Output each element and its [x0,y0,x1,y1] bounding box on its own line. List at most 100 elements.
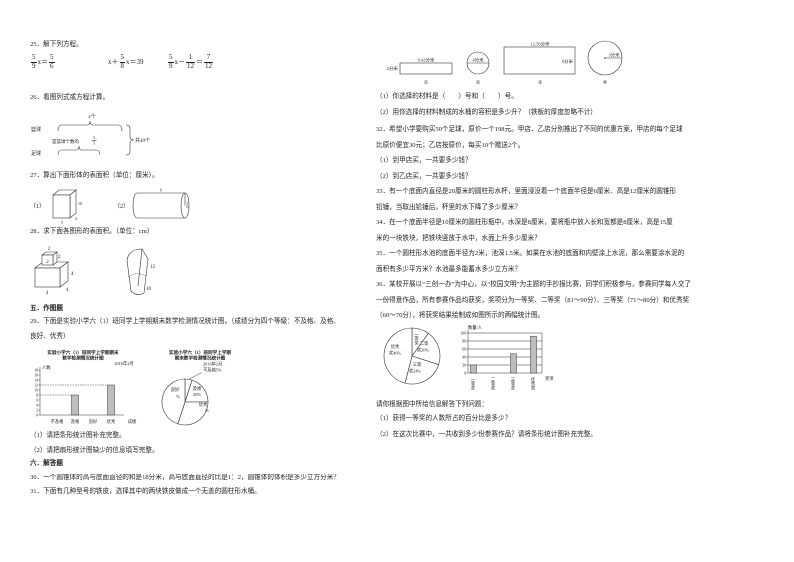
cuboid-height-label: 10 [78,201,82,206]
q29-text-line-2: 良好、优秀） [30,333,70,340]
denominator: 8 [119,61,125,70]
sheet-3-tag: ③ [538,80,543,86]
section-5-heading: 五．作图题 [30,305,63,312]
slice-label-pass: 及格 [193,385,202,392]
football-brace [57,145,101,156]
denominator: 12 [204,61,213,70]
q33-text-line-1: 33．有一个底面内直径是20厘米的圆柱形水杯，里面浸没着一个底面半径是6厘米、高… [376,188,677,195]
sheet-1-rectangle [399,62,453,75]
equation-text: x＝39 [126,57,144,66]
relation-numerator: 3 [93,135,95,140]
q32-text-line-2: 比原价便宜30元；乙店按原价，每买10个赠送2个。 [376,142,525,149]
numerator: 1 [188,53,193,61]
denominator: 12 [186,61,195,70]
football-label: 足球 [31,150,41,157]
y-tick-label: 60 [462,347,466,351]
q36-prompt: 请你根据图中所给信息解答下列问题： [376,401,489,408]
q32-sub-question-2: （2）到乙店买，一共要多少钱？ [376,173,472,180]
plot-layer [383,327,441,385]
numerator: 5 [50,53,54,61]
bar [530,335,537,374]
bar [107,384,115,416]
x-axis-label: 奖项 [545,375,554,382]
fig2-tag: （2） [114,203,129,210]
sheet-2-tag: ② [476,80,481,86]
q27-figures: （1） 10 5 4 （2） 6 r=2 [30,188,190,226]
fig1-tag: （1） [30,203,45,210]
category-label: 及格 [71,418,80,425]
numerator: 7 [206,53,211,61]
y-tick-label: 12 [34,383,38,387]
sheet-1-width-label: 2分米 [387,65,399,72]
q36-pie-chart: 一等奖 二等 奖20% 三等 奖24% 优秀 奖46% [383,327,441,385]
slice-value-good: % [176,394,180,399]
equation-text: ＝ [196,57,203,66]
stacked-cubes-figure [34,251,69,288]
denominator: 6 [49,61,55,70]
pie-slice [383,327,413,384]
q32-sub-question-1: （1）到甲店买，一共要多少钱？ [376,157,472,164]
q29-sub-question-1: （1）请把条形统计图补充完整。 [30,432,126,439]
slice-value-pass: 20% [193,392,201,397]
equation-text: x＋ [108,57,119,66]
category-label: 三等奖 [510,377,516,392]
small-cube-front-label: 2 [46,260,49,265]
half-cylinder-height-label: 12 [150,265,156,270]
q34-text-line-2: 米的一块铁块，把铁块竖放于水中，水面上升多少厘米？ [376,235,541,242]
q25-title: 25．解下列方程。 [30,41,83,48]
slice-value-excellent: % [205,408,209,413]
basketball-brace [57,120,123,132]
y-tick-label: 20 [462,363,466,367]
numerator: 5 [120,53,125,61]
cylinder-length-label: 6 [160,188,162,193]
sheet-1-tag: ① [424,80,429,86]
q36-sub-question-2: （2）在这次比赛中，一共收到多少份参赛作品？请将条形统计图补充完整。 [376,431,597,438]
q31-sub-question-1: （1）你选择的材料是（ ）号和（ ）号。 [376,93,518,100]
basketball-count-label: x个 [88,114,96,120]
total-brace [125,124,135,156]
chart-title-line-2: 期末数学检测情况统计图 [175,355,226,362]
y-tick-label: 80 [462,339,466,343]
q35-text-line-2: 面积有多少平方米？水池最多能蓄水多少立方米？ [376,266,522,273]
category-label: 一等奖 [470,377,476,391]
y-tick-label: 2 [36,408,38,412]
numerator: 5 [32,53,36,61]
sheet-1-length-label: 9.42分米 [418,57,435,64]
half-cylinder-figure [126,248,149,295]
y-tick-label: 0 [36,413,38,417]
cuboid-figure [52,189,77,219]
sheet-3-rectangle [503,46,576,75]
slice-label-third-prize: 三等 [413,361,422,367]
small-cube-top-label: 2 [48,247,51,252]
q29-text-line-1: 29．下面是实验小学六（1）班同学上学期期末数学检测情况统计图。（成绩分为四个等… [30,318,340,325]
bar [71,394,79,416]
bar [510,353,517,374]
slice-label-first-prize: 一等奖 [414,332,420,346]
q36-bar-chart: 数量/人 020406080100一等奖二等奖三等奖优秀奖 奖项 [460,324,554,392]
denominator: 9 [31,61,37,70]
y-tick-label: 14 [34,378,38,382]
q29-sub-question-2: （2）请把扇形统计图缺少的信息填写完整。 [30,447,159,454]
pie-slice [177,401,209,426]
q30-text: 30．一个圆锥体的高与底面直径的和是18分米，高与底面直径的比是1：2，圆锥体的… [30,474,340,481]
big-box-height-label: 4 [71,272,74,277]
y-tick-label: 100 [460,331,466,335]
slice-label-good: 良好 [171,386,180,393]
small-cube-side-label: 2 [58,255,61,260]
q32-text-line-1: 32．希望小学要购买50个足球，原价一个198元。甲店、乙店分别推出了不同的优惠… [376,126,683,133]
category-label: 二等奖 [490,377,496,392]
y-tick-label: 10 [34,388,38,392]
y-tick-label: 6 [36,398,38,402]
y-tick-label: 0 [464,371,466,375]
y-tick-label: 18 [34,368,38,372]
y-tick-label: 40 [462,355,466,359]
q36-sub-question-1: （1）获得一等奖的人数所占的百分比是多少？ [376,415,512,422]
basketball-label: 篮球 [31,126,41,133]
q29-pie-chart: 实验小学六（1）班同学上学期 期末数学检测情况统计图 2016年2月 不及格5%… [161,349,231,426]
chart-title-line-1: 实验小学六（1）班同学上学期期末 [47,349,119,356]
q28-figures: 2 2 2 4 4 4 12 10 [34,247,156,296]
equation-text: x＝ [37,57,49,66]
